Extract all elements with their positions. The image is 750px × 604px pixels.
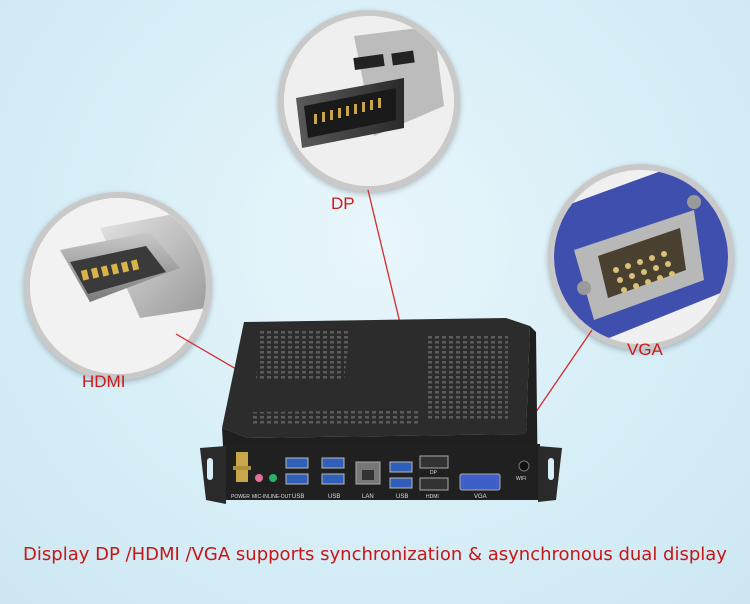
port-label-hdmi: HDMI [426, 494, 439, 500]
port-label-vga: VGA [474, 494, 487, 500]
callout-hdmi: HDMI [82, 372, 126, 391]
port-label-usb-3: USB [396, 494, 409, 500]
dp-connector-image [278, 10, 460, 192]
port-label-usb-1: USB [292, 494, 305, 500]
port-label-wifi: WIFI [516, 476, 527, 482]
port-label-mic-in: MIC-IN [252, 494, 268, 500]
port-label-usb-2: USB [328, 494, 341, 500]
hdmi-connector-image [24, 192, 212, 380]
callout-vga: VGA [627, 340, 663, 359]
port-label-line-out: LINE-OUT [268, 494, 292, 500]
port-label-lan: LAN [362, 494, 374, 500]
port-label-power: POWER [231, 494, 250, 500]
port-label-dp: DP [430, 470, 437, 476]
callout-dp: DP [331, 194, 355, 213]
caption-text: Display DP /HDMI /VGA supports synchroni… [23, 544, 727, 565]
vga-connector-image [548, 164, 734, 350]
